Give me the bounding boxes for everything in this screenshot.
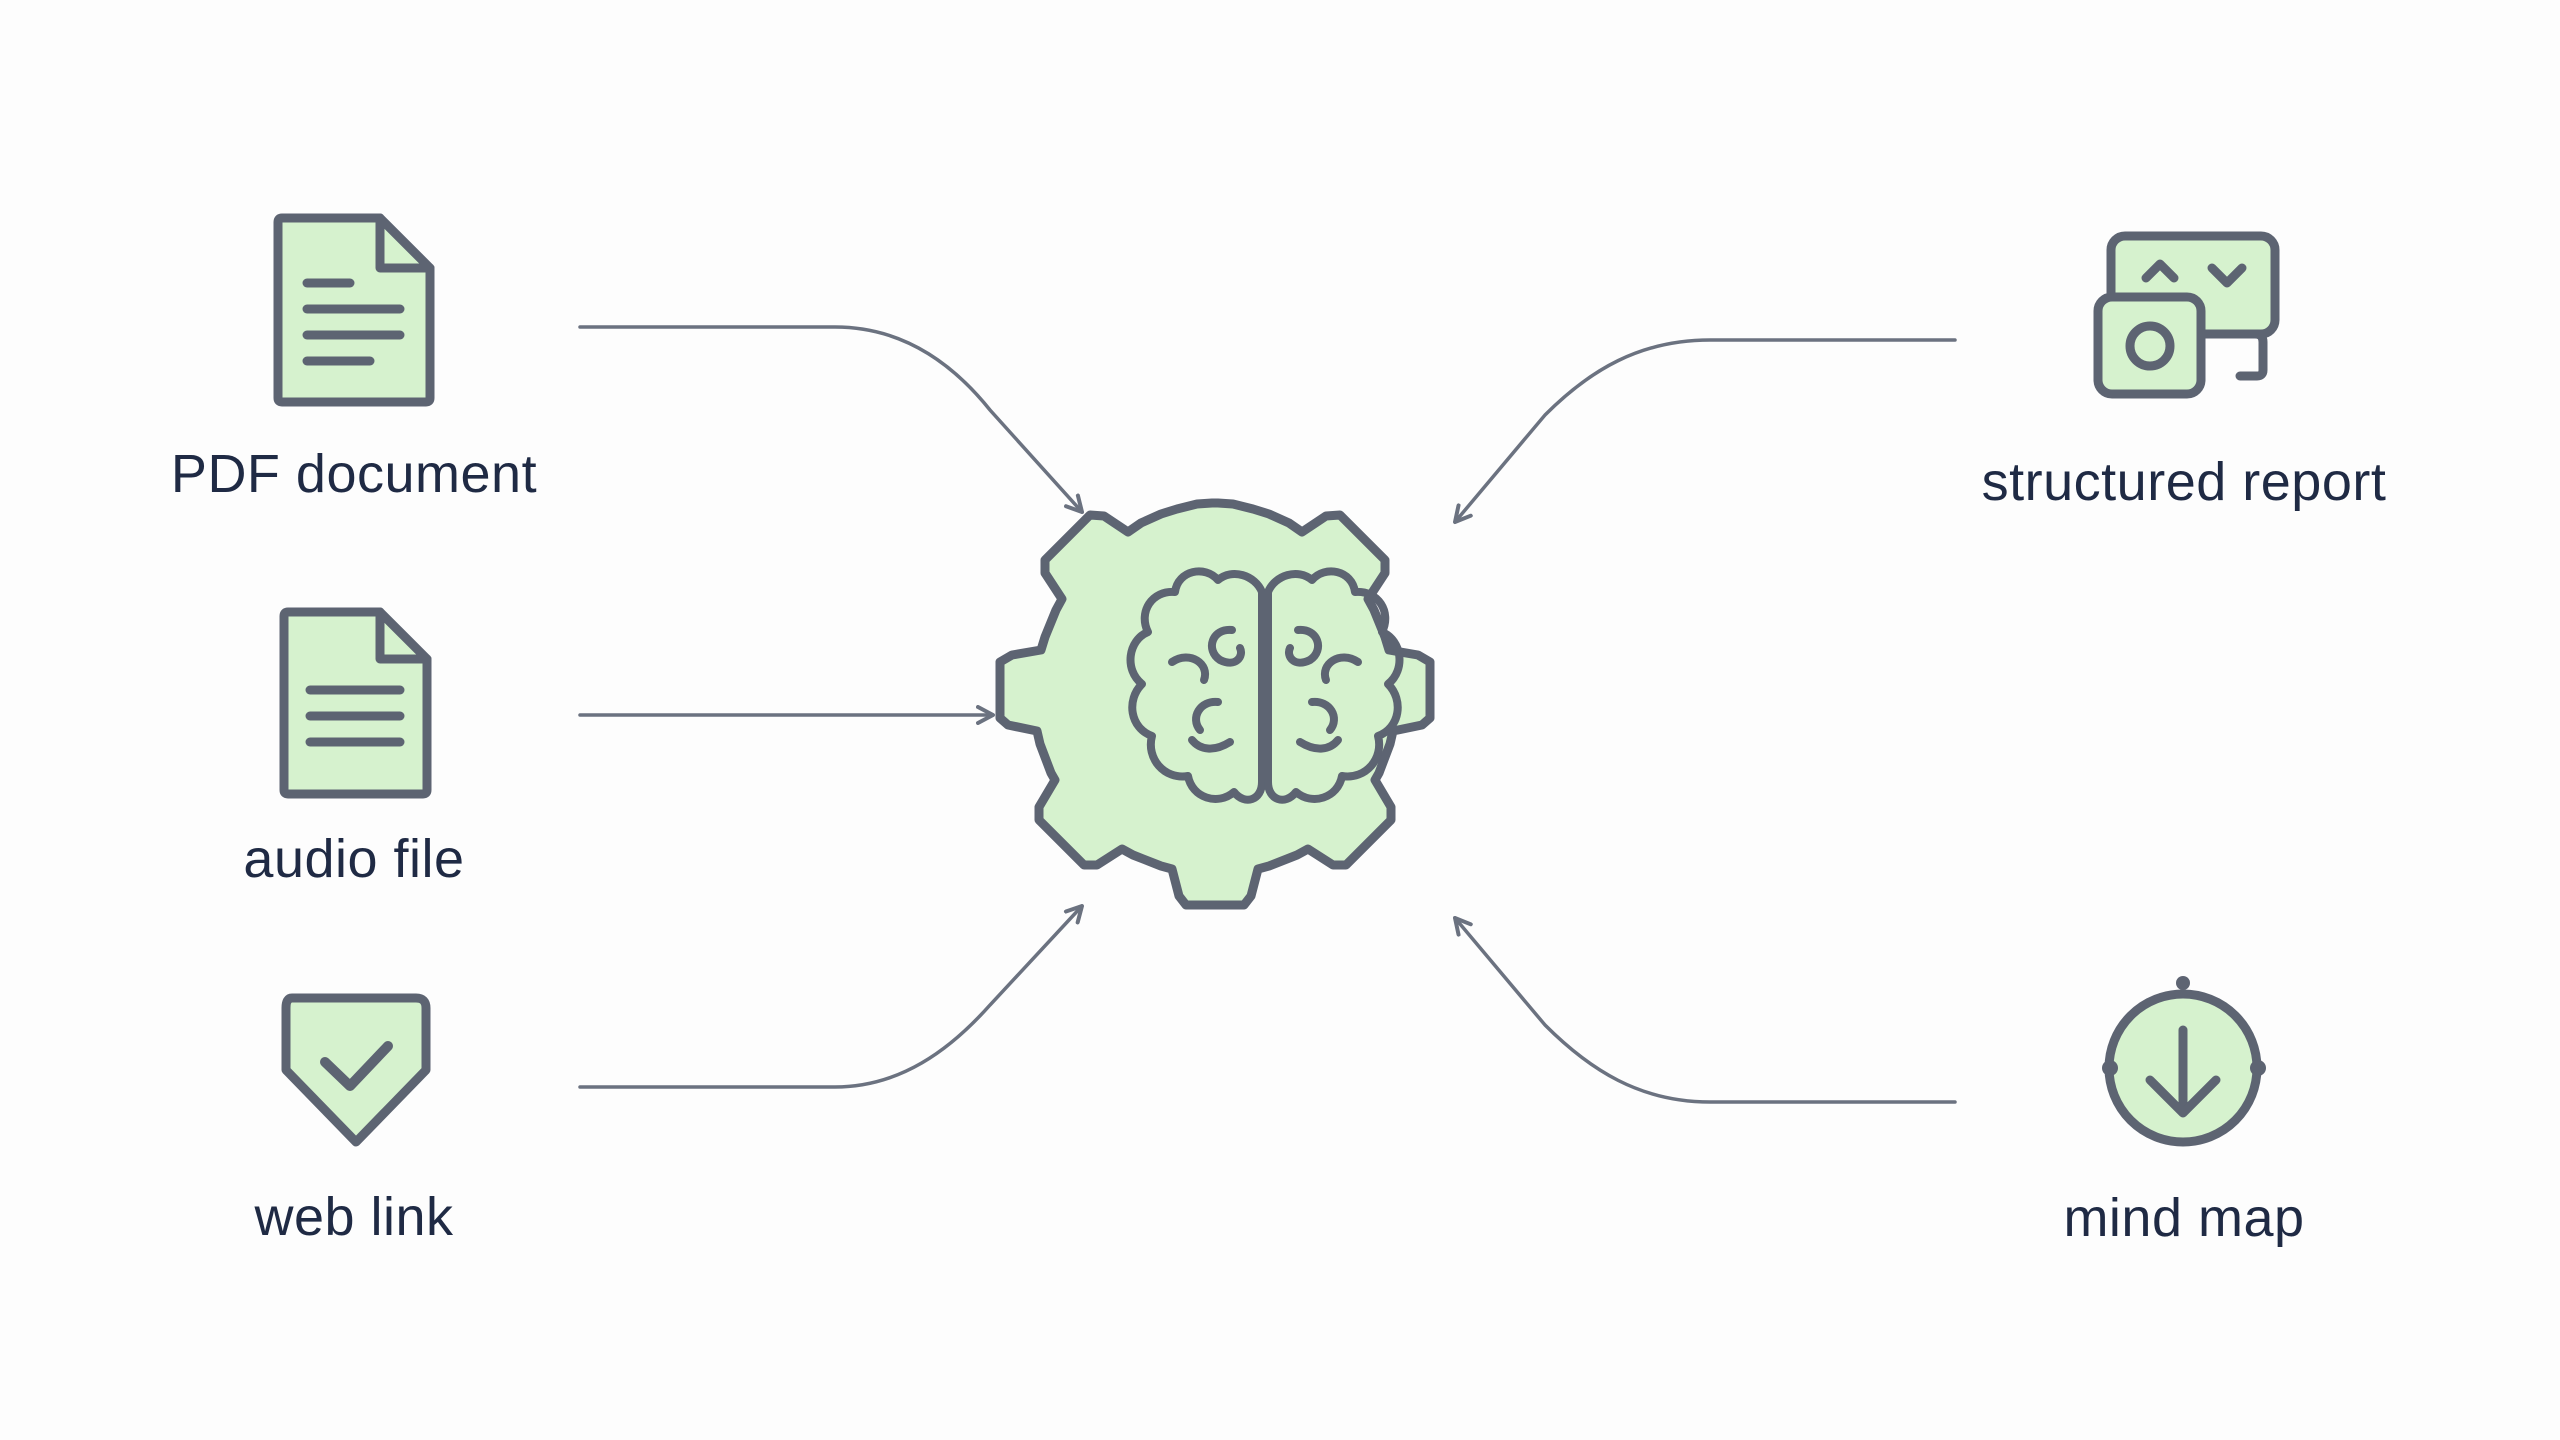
dashboard-widgets-icon bbox=[2093, 231, 2280, 399]
input-label-pdf: PDF document bbox=[170, 444, 538, 504]
connector-web-to-center bbox=[578, 904, 1084, 1089]
connector-pdf-to-center bbox=[578, 325, 1084, 514]
connector-mindmap-to-center bbox=[1453, 916, 1957, 1104]
brain-gear-icon bbox=[995, 498, 1435, 910]
shield-check-icon bbox=[281, 993, 431, 1147]
download-circle-icon bbox=[2102, 976, 2266, 1147]
input-label-audio: audio file bbox=[243, 829, 465, 889]
input-label-web-link: web link bbox=[254, 1187, 454, 1247]
output-label-report: structured report bbox=[1981, 452, 2387, 512]
audio-file-icon bbox=[279, 607, 432, 799]
connector-report-to-center bbox=[1453, 338, 1957, 524]
output-label-mind-map: mind map bbox=[2063, 1188, 2305, 1248]
pdf-document-icon bbox=[273, 213, 435, 407]
